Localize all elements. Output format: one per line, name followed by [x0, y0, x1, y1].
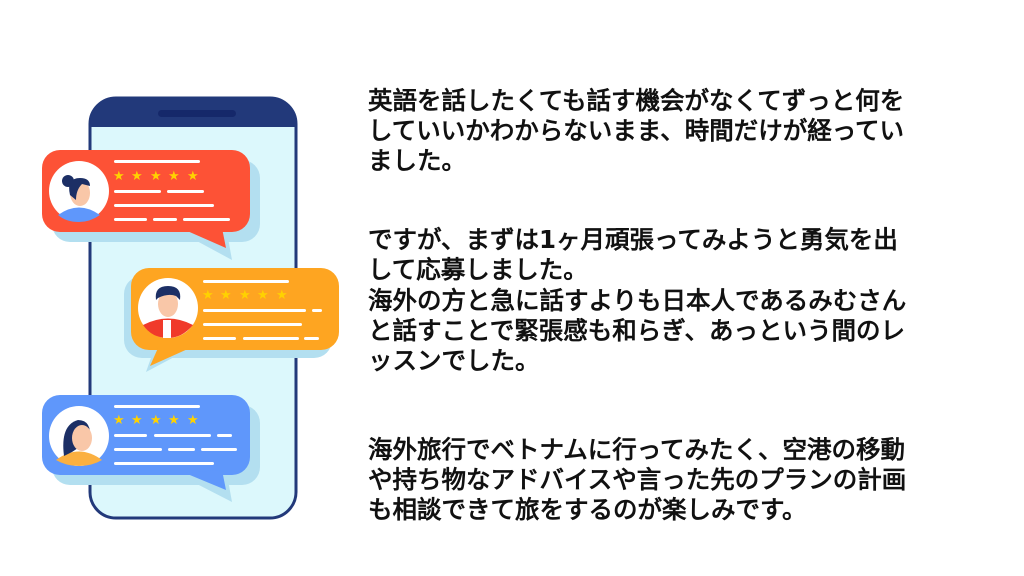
- text-line: ッスンでした。: [368, 346, 540, 375]
- text-line: して応募しました。: [368, 255, 588, 284]
- svg-text:★: ★: [168, 169, 180, 184]
- avatar: [138, 278, 198, 338]
- testimonial-paragraph-4: 海外旅行でベトナムに行ってみたく、空港の移動 や持ち物なアドバイスや言った先のプ…: [368, 435, 906, 525]
- review-bubble-1: ★ ★ ★ ★ ★: [42, 150, 260, 260]
- svg-text:★: ★: [131, 169, 143, 184]
- svg-text:★: ★: [257, 288, 269, 303]
- avatar: [49, 406, 109, 466]
- svg-text:★: ★: [168, 413, 180, 428]
- svg-text:★: ★: [187, 413, 199, 428]
- svg-text:★: ★: [150, 169, 162, 184]
- text-line: 海外の方と急に話すよりも日本人であるみむさん: [368, 286, 907, 315]
- phone-speaker: [158, 110, 236, 117]
- avatar: [49, 161, 109, 222]
- text-line: や持ち物なアドバイスや言った先のプランの計画: [368, 465, 907, 494]
- svg-text:★: ★: [150, 413, 162, 428]
- review-bubble-2: ★ ★ ★ ★ ★: [124, 268, 339, 372]
- svg-text:★: ★: [113, 169, 125, 184]
- star-rating: ★ ★ ★ ★ ★: [202, 288, 288, 303]
- text-line: ですが、まずは1ヶ月頑張ってみようと勇気を出: [368, 225, 898, 254]
- svg-text:★: ★: [131, 413, 143, 428]
- text-line: ました。: [368, 146, 466, 175]
- svg-text:★: ★: [239, 288, 251, 303]
- svg-text:★: ★: [276, 288, 288, 303]
- svg-text:★: ★: [220, 288, 232, 303]
- star-rating: ★ ★ ★ ★ ★: [113, 169, 199, 184]
- text-line: 海外旅行でベトナムに行ってみたく、空港の移動: [368, 435, 906, 464]
- svg-text:★: ★: [202, 288, 214, 303]
- star-rating: ★ ★ ★ ★ ★: [113, 413, 199, 428]
- text-line: も相談できて旅をするのが楽しみです。: [368, 495, 807, 524]
- text-line: していいかわからないまま、時間だけが経ってい: [368, 116, 905, 145]
- text-line: 英語を話したくても話す機会がなくてずっと何を: [368, 86, 905, 115]
- svg-text:★: ★: [113, 413, 125, 428]
- phone-review-illustration: ★ ★ ★ ★ ★ ★ ★ ★ ★ ★: [42, 96, 339, 520]
- testimonial-paragraph-1: 英語を話したくても話す機会がなくてずっと何を していいかわからないまま、時間だけ…: [368, 86, 904, 176]
- testimonial-paragraph-2: ですが、まずは1ヶ月頑張ってみようと勇気を出 して応募しました。: [368, 225, 898, 285]
- testimonial-paragraph-3: 海外の方と急に話すよりも日本人であるみむさん と話すことで緊張感も和らぎ、あっと…: [368, 286, 906, 376]
- text-line: と話すことで緊張感も和らぎ、あっという間のレ: [368, 316, 906, 345]
- review-bubble-3: ★ ★ ★ ★ ★: [42, 395, 260, 502]
- svg-text:★: ★: [187, 169, 199, 184]
